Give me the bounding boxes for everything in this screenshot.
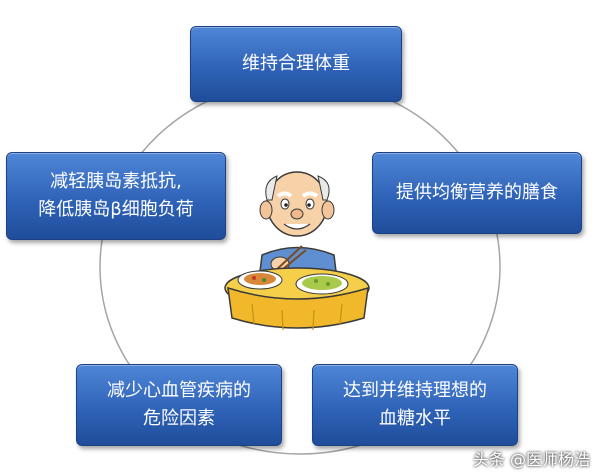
node-label: 降低胰岛β细胞负荷 [38, 199, 194, 220]
node-maintain-weight: 维持合理体重 [190, 26, 402, 102]
node-label: 维持合理体重 [242, 53, 350, 74]
node-reduce-insulin-resistance: 减轻胰岛素抵抗, 降低胰岛β细胞负荷 [6, 152, 226, 240]
node-label: 危险因素 [143, 408, 215, 429]
node-label: 达到并维持理想的 [343, 380, 487, 401]
node-ideal-blood-sugar: 达到并维持理想的 血糖水平 [312, 364, 518, 446]
node-label: 血糖水平 [379, 408, 451, 429]
watermark: 头条 @医师杨浩 [473, 446, 590, 470]
watermark-text: 头条 @医师杨浩 [472, 450, 590, 469]
node-label: 减少心血管疾病的 [107, 380, 251, 401]
elderly-man-eating-icon [224, 171, 370, 331]
node-label: 提供均衡营养的膳食 [396, 182, 558, 203]
node-balanced-diet: 提供均衡营养的膳食 [372, 152, 582, 234]
node-reduce-cardio-risk: 减少心血管疾病的 危险因素 [76, 364, 282, 446]
node-label: 减轻胰岛素抵抗, [50, 171, 182, 192]
